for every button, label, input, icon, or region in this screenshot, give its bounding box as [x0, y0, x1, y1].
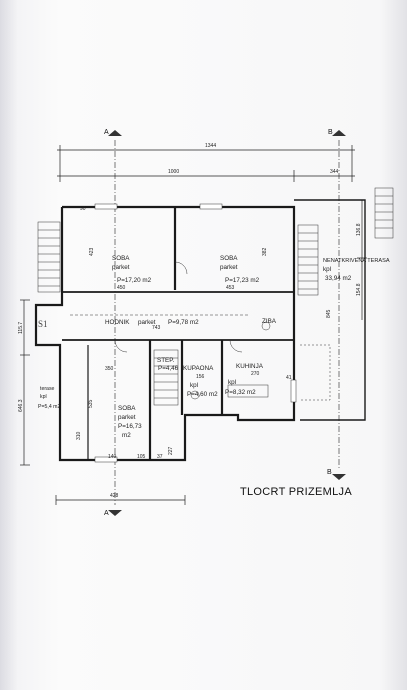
room-kuhinja-finish: kpl — [228, 379, 236, 386]
dim-743: 743 — [152, 325, 161, 331]
room-ziba-name: ZIBA — [262, 318, 277, 325]
room-step-name: STEP. — [157, 357, 175, 364]
door-swing-2 — [229, 339, 243, 353]
door-swing-1 — [174, 261, 188, 275]
stairs-terrace — [297, 224, 319, 296]
section-marker-b-top — [332, 130, 346, 136]
dim-535: 535 — [88, 399, 94, 408]
section-marker-a-bottom — [108, 510, 122, 516]
section-a-bottom-label: A — [104, 510, 109, 517]
room-terasa-name: NENATKRIVENA TERASA — [323, 258, 390, 264]
dim-140: 140 — [108, 454, 117, 460]
room-kupaona-name: KUPAONA — [183, 365, 214, 372]
dim-453: 453 — [226, 285, 235, 291]
room-kuhinja-name: KUHINJA — [236, 363, 264, 370]
dim-105: 105 — [137, 454, 146, 460]
section-marker-a-top — [108, 130, 122, 136]
dim-450: 450 — [117, 285, 126, 291]
room-terase-name: terase — [40, 386, 55, 392]
section-a-top-label: A — [104, 129, 109, 136]
room-soba1-finish: parket — [112, 264, 130, 271]
stamp-mark: S1 — [38, 319, 48, 329]
room-soba3-area1: P=16,73 — [118, 423, 142, 430]
dim-top-right: 344 — [330, 169, 339, 175]
dim-227: 227 — [168, 446, 174, 455]
chimney-symbol — [261, 321, 271, 331]
section-marker-b-bottom — [332, 474, 346, 480]
dim-350: 350 — [105, 366, 114, 372]
door-swing-3 — [114, 339, 128, 353]
room-soba3-area2: m2 — [122, 432, 131, 439]
kitchen-counter — [227, 384, 269, 398]
stairs-left — [37, 221, 61, 293]
window-1 — [94, 203, 118, 210]
section-b-top-label: B — [328, 129, 333, 136]
dim-left-a: 115.7 — [18, 322, 24, 334]
section-b-bottom-label: B — [327, 469, 332, 476]
dim-left-b: 646.3 — [18, 399, 24, 412]
dim-845: 845 — [326, 309, 332, 318]
dim-90: 90 — [80, 206, 86, 212]
dim-156: 156 — [196, 374, 205, 380]
window-3 — [94, 456, 118, 463]
room-kupaona-area: P=4,60 m2 — [187, 391, 218, 398]
dim-270: 270 — [251, 371, 260, 377]
room-soba3-name: SOBA — [118, 405, 136, 412]
dim-41: 41 — [286, 375, 292, 381]
dim-right-b: 154.8 — [356, 283, 362, 296]
stairs-outside — [374, 187, 394, 239]
room-soba1-name: SOBA — [112, 255, 130, 262]
room-soba2-finish: parket — [220, 264, 238, 271]
room-hodnik-area: P=9,78 m2 — [168, 319, 199, 326]
dim-bottom: 428 — [110, 493, 119, 499]
dim-310: 310 — [76, 431, 82, 440]
room-terasa-area: 33,94 m2 — [325, 275, 352, 282]
room-soba3-finish: parket — [118, 414, 136, 421]
room-soba1-area: P=17,20 m2 — [117, 277, 152, 284]
room-hodnik-finish: parket — [138, 319, 156, 326]
room-soba2-name: SOBA — [220, 255, 238, 262]
dim-37: 37 — [157, 454, 163, 460]
room-terase-finish: kpl — [40, 394, 47, 400]
room-terasa-finish: kpl — [323, 266, 331, 273]
dim-top-total: 1344 — [205, 143, 216, 149]
dimension-labels: 1344 1000 344 428 115.7 646.3 136.8 154.… — [18, 143, 362, 499]
dim-423: 423 — [89, 247, 95, 256]
room-soba2-area: P=17,23 m2 — [225, 277, 260, 284]
window-2 — [199, 203, 223, 210]
dim-right-a: 136.8 — [356, 223, 362, 236]
bath-fixture — [190, 390, 200, 400]
room-terase-area: P=5,4 m2 — [38, 404, 60, 410]
dim-382: 382 — [262, 247, 268, 256]
room-hodnik-name: HODNIK — [105, 319, 130, 326]
stairs-internal — [153, 349, 179, 406]
drawing-title: TLOCRT PRIZEMLJA — [240, 486, 352, 498]
room-kupaona-finish: kpl — [190, 382, 198, 389]
dim-top-main: 1000 — [168, 169, 179, 175]
walls — [34, 199, 366, 462]
room-step-area: P=4,46 — [158, 365, 179, 372]
window-4 — [290, 379, 297, 403]
room-kuhinja-area: P=8,32 m2 — [225, 389, 256, 396]
